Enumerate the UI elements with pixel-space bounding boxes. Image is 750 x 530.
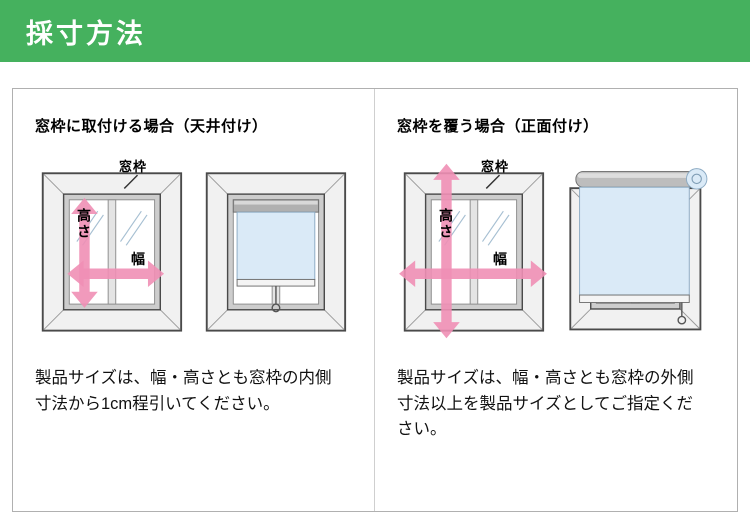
window-frame xyxy=(41,172,183,332)
page-title: 採寸方法 xyxy=(26,18,146,49)
content-panel: 窓枠に取付ける場合（天井付け） xyxy=(12,88,738,512)
section-inside-mount: 窓枠に取付ける場合（天井付け） xyxy=(13,89,374,511)
page-header: 採寸方法 xyxy=(0,0,750,62)
height-label: 高さ xyxy=(76,208,92,240)
roller-blind-front-illustration xyxy=(569,168,708,331)
width-label: 幅 xyxy=(493,251,507,267)
width-label: 幅 xyxy=(131,251,145,267)
window-frame-illustration xyxy=(399,163,547,339)
window-measure-diagram-front: 窓枠 高さ 幅 xyxy=(397,160,549,352)
frame-label-leader-line xyxy=(123,174,139,189)
roller-blind-inside-illustration xyxy=(205,172,347,332)
frame-label-leader-line xyxy=(485,174,501,189)
height-label: 高さ xyxy=(438,208,454,240)
measure-arrows-inside xyxy=(67,197,165,308)
roller-blind-inside-diagram xyxy=(199,160,351,352)
section-heading-front: 窓枠を覆う場合（正面付け） xyxy=(397,118,599,135)
window-frame-illustration xyxy=(41,172,183,332)
roller-blind-front xyxy=(575,168,708,325)
diagram-row-inside: 窓枠 高さ 幅 xyxy=(35,160,356,352)
roller-blind-front-diagram xyxy=(561,160,719,352)
frame-label: 窓枠 xyxy=(481,159,510,174)
section-description-inside: 製品サイズは、幅・高さとも窓枠の内側寸法から1cm程引いてください。 xyxy=(35,369,332,413)
section-front-mount: 窓枠を覆う場合（正面付け） xyxy=(374,89,737,511)
window-measure-diagram-inside: 窓枠 高さ 幅 xyxy=(35,160,187,352)
measure-arrows-outside xyxy=(399,163,547,339)
section-heading-inside: 窓枠に取付ける場合（天井付け） xyxy=(35,118,268,135)
frame-label: 窓枠 xyxy=(119,159,148,174)
window-frame xyxy=(403,172,545,332)
section-description-front: 製品サイズは、幅・高さとも窓枠の外側寸法以上を製品サイズとしてご指定ください。 xyxy=(397,369,694,439)
roller-blind xyxy=(232,199,320,313)
diagram-row-front: 窓枠 高さ 幅 xyxy=(397,160,719,352)
